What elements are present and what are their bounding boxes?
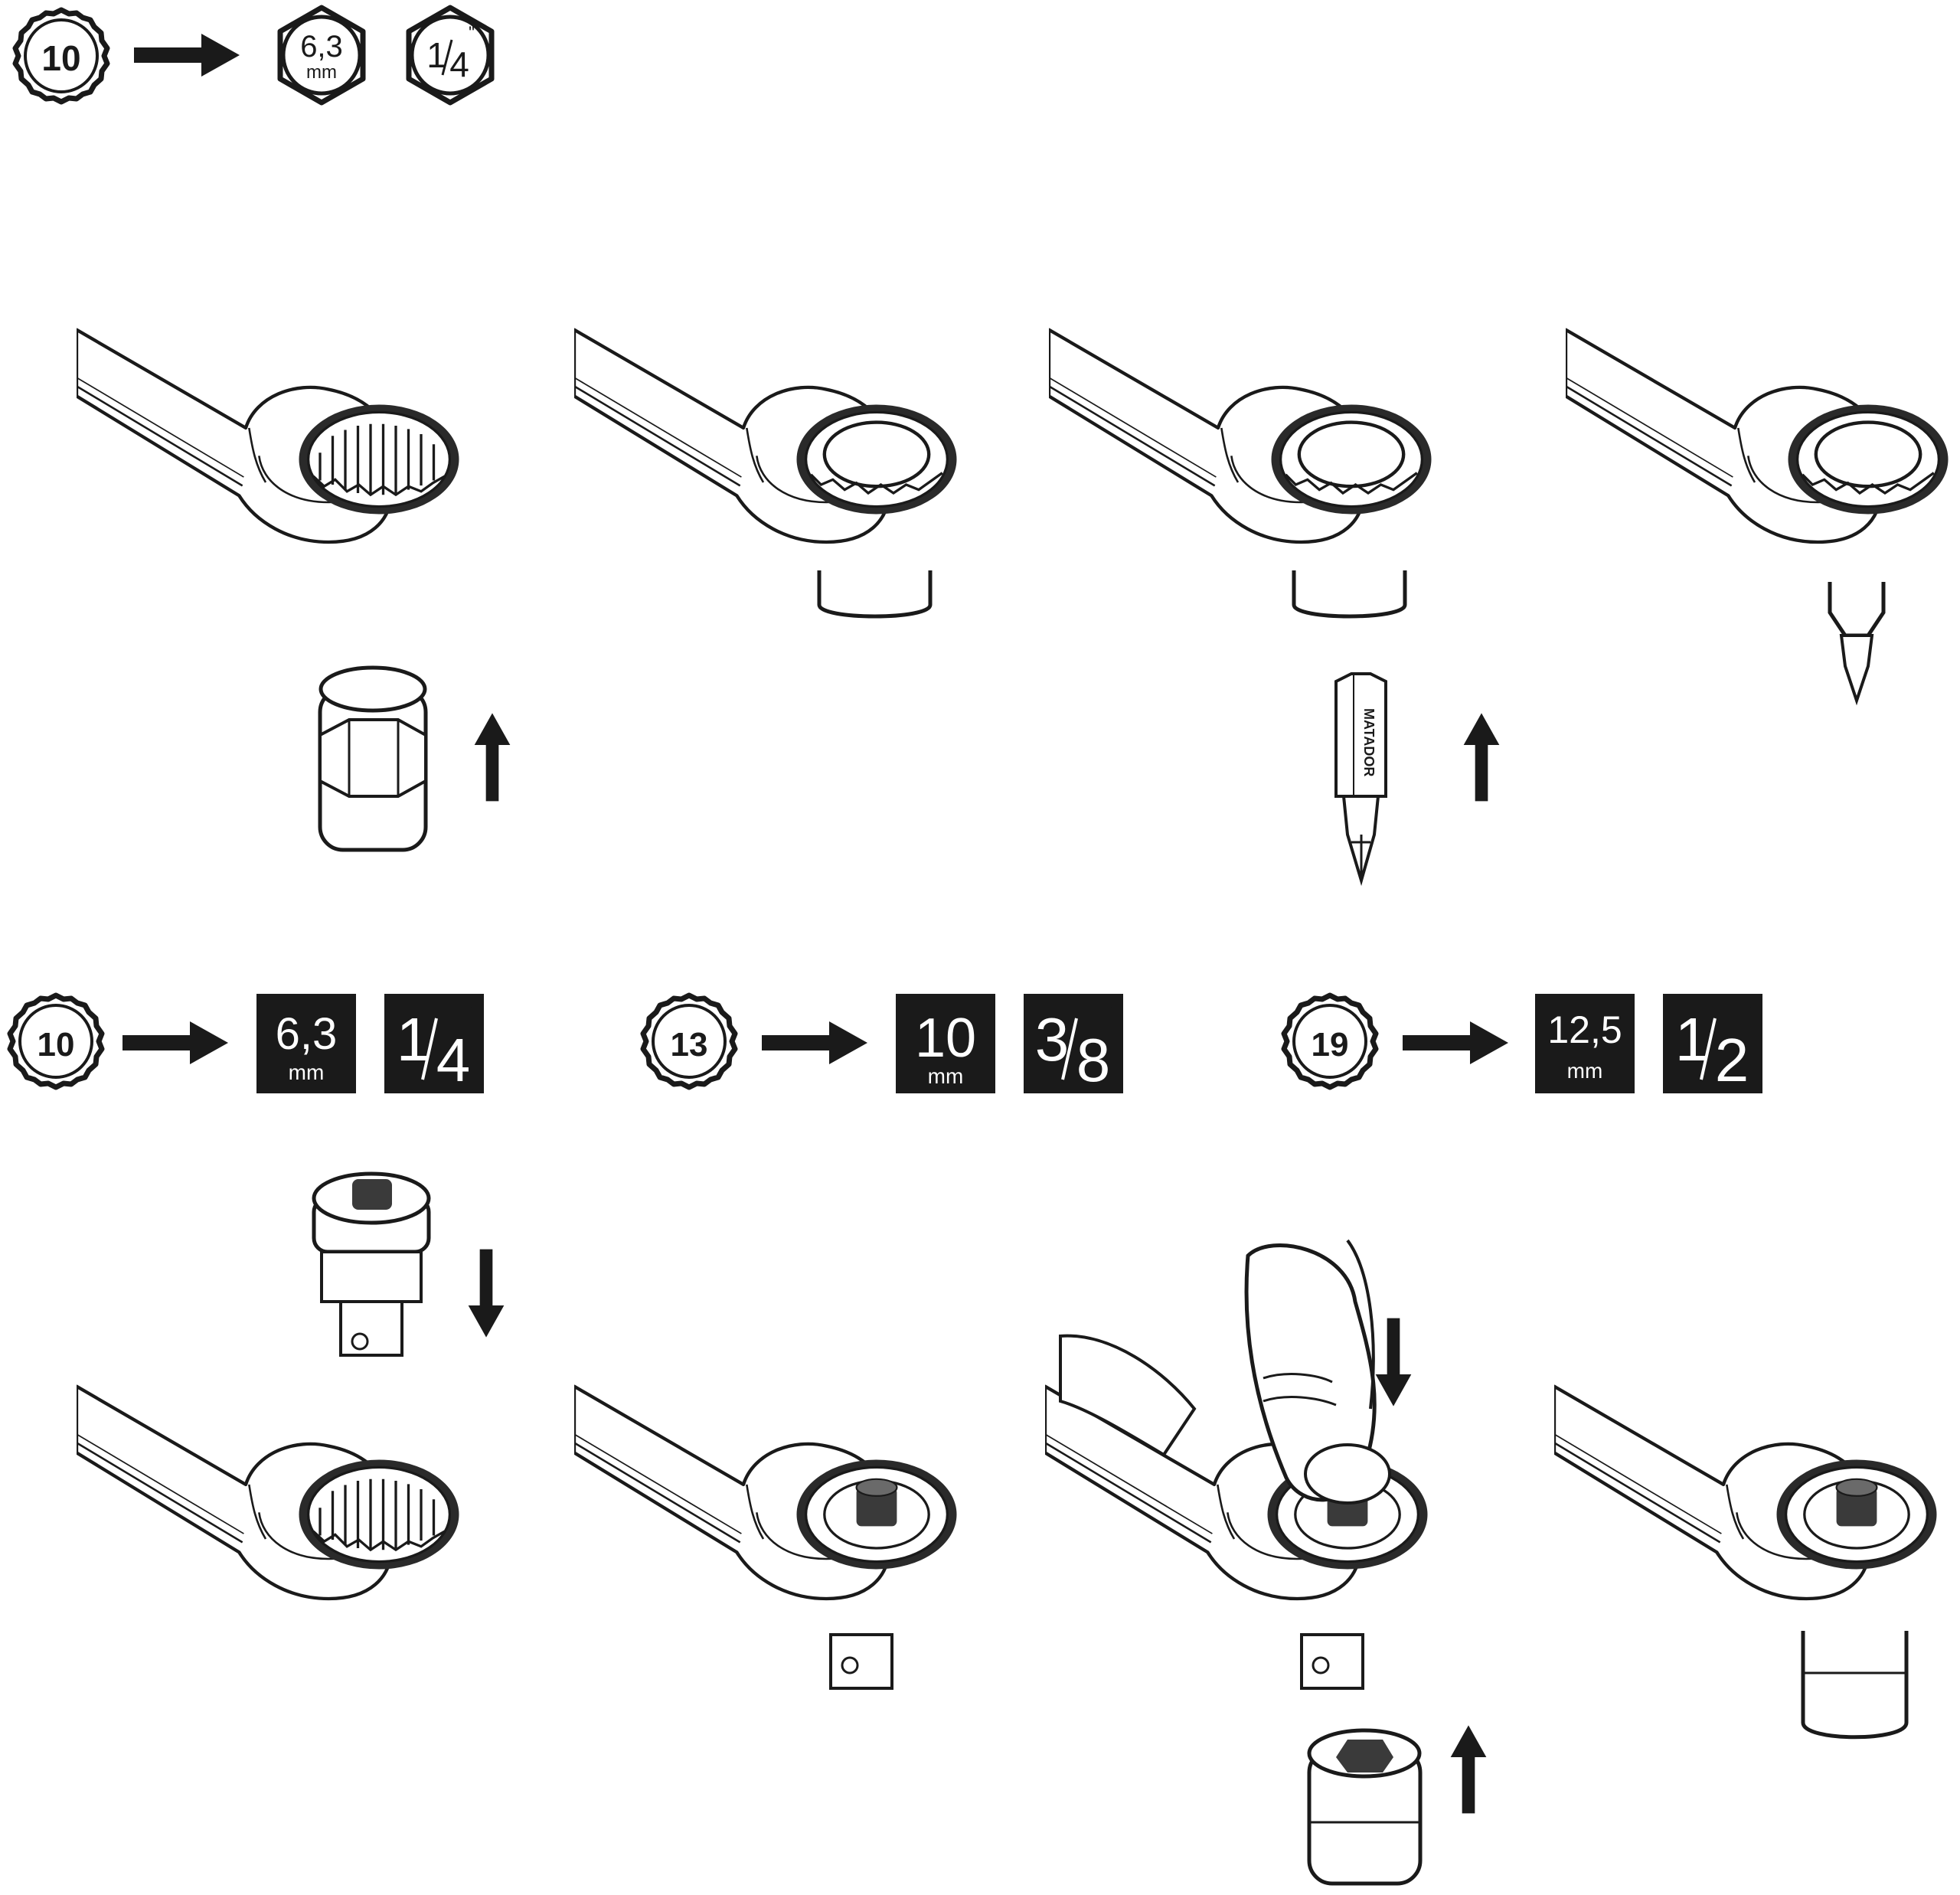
intro-inch-den: 4 [449, 44, 469, 84]
adapter-3-inch-mark: " [1746, 998, 1753, 1021]
drive-ring-icon [795, 1458, 959, 1571]
arrow-right-icon [762, 1021, 867, 1064]
square-drive-icon: 1 4 " [384, 994, 484, 1094]
step-8-socket-installed [1554, 1387, 1939, 1740]
arrow-up-icon [1463, 713, 1500, 802]
adapter-1-inch-num: 1 [397, 1005, 431, 1073]
arrow-right-icon [1403, 1021, 1508, 1064]
adapter-2-mm-unit: mm [928, 1064, 964, 1088]
square-drive-icon: 3 8 " [1024, 994, 1123, 1094]
adapter-3-inch-num: 1 [1675, 1005, 1710, 1073]
step-3-insert-bit: MATADOR [1049, 330, 1500, 887]
arrow-down-icon [468, 1249, 505, 1338]
adapter-1-inch-mark: " [466, 998, 473, 1021]
step-row-bit-adapter: MATADOR [77, 330, 1949, 887]
intro-inch-mark: " [469, 23, 475, 42]
socket-ring-icon [797, 405, 957, 515]
adapter-3-wrench-size: 19 [1312, 1026, 1349, 1063]
twelve-point-socket-icon: 10 [15, 10, 107, 102]
arrow-right-icon [122, 1021, 228, 1064]
step-1-wrench-open [77, 330, 511, 852]
adapter-legend-row: 10 6,3 mm 1 4 " 13 [10, 994, 1762, 1094]
step-row-drive-adapter [77, 1171, 1939, 1886]
screwdriver-bit-part: MATADOR [1334, 672, 1387, 887]
hex-drive-icon: 6,3 mm [280, 8, 363, 103]
drive-adapter-part [312, 1171, 431, 1357]
adapter-3-mm-unit: mm [1567, 1059, 1603, 1083]
intro-hex-mm-unit: mm [306, 62, 337, 83]
adapter-1-wrench-size: 10 [38, 1026, 75, 1063]
hand-icon [1059, 1239, 1391, 1505]
intro-hex-mm-value: 6,3 [300, 30, 343, 64]
twelve-point-socket-icon: 13 [643, 995, 735, 1087]
adapter-group-2: 13 10 mm 3 8 " [643, 994, 1123, 1094]
twelve-point-socket-icon: 10 [10, 995, 102, 1087]
adapter-2-wrench-size: 13 [671, 1026, 708, 1063]
step-6-adapter-seated [574, 1387, 959, 1690]
adapter-3-inch-den: 2 [1715, 1026, 1749, 1094]
intro-row: 10 6,3 mm 1 4 " [15, 8, 492, 103]
spline-ring-icon [297, 403, 461, 516]
socket-part [1307, 1728, 1423, 1886]
adapter-1-inch-den: 4 [436, 1026, 471, 1094]
intro-wrench-size: 10 [41, 38, 80, 78]
bit-adapter-part [318, 665, 428, 852]
step-2-adapter-inserted [574, 330, 957, 619]
square-drive-icon: 6,3 mm [256, 994, 356, 1093]
adapter-3-mm-value: 12,5 [1547, 1008, 1622, 1051]
twelve-point-socket-icon: 19 [1284, 995, 1376, 1087]
square-drive-icon: 12,5 mm [1535, 994, 1635, 1093]
adapter-2-mm-value: 10 [915, 1008, 976, 1069]
step-4-bit-installed [1566, 330, 1949, 706]
arrow-right-icon [134, 34, 240, 77]
adapter-2-inch-mark: " [1106, 998, 1113, 1021]
bit-brand-label: MATADOR [1361, 708, 1377, 776]
socket-ring-icon [1272, 405, 1432, 515]
intro-inch-num: 1 [426, 35, 446, 75]
step-7-press-and-attach-socket [1045, 1239, 1487, 1886]
socket-ring-icon [1788, 405, 1949, 515]
hex-drive-icon: 1 4 " [409, 8, 492, 103]
adapter-1-mm-value: 6,3 [276, 1009, 338, 1059]
arrow-down-icon [1375, 1318, 1412, 1407]
arrow-up-icon [474, 713, 511, 802]
adapter-group-1: 10 6,3 mm 1 4 " [10, 994, 484, 1094]
adapter-group-3: 19 12,5 mm 1 2 " [1284, 994, 1762, 1094]
adapter-1-mm-unit: mm [289, 1060, 325, 1084]
adapter-2-inch-num: 3 [1035, 1005, 1070, 1073]
arrow-up-icon [1450, 1725, 1487, 1814]
adapter-2-inch-den: 8 [1076, 1026, 1111, 1094]
drive-ring-icon [1775, 1458, 1939, 1571]
square-drive-icon: 10 mm [896, 994, 995, 1093]
step-5-insert-drive-adapter [77, 1171, 505, 1599]
spline-ring-icon [297, 1458, 461, 1571]
square-drive-icon: 1 2 " [1663, 994, 1762, 1094]
